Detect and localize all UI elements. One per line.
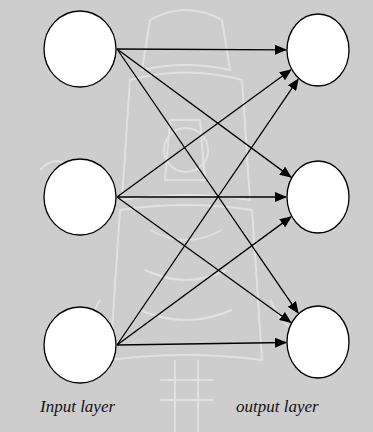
neuron-outline bbox=[43, 306, 117, 384]
weight-arrow bbox=[117, 49, 291, 177]
neuron-circle bbox=[286, 13, 350, 87]
neuron-circle bbox=[43, 306, 117, 384]
weight-arrow bbox=[117, 70, 291, 197]
weight-arrow bbox=[117, 217, 291, 345]
neuron-outline bbox=[43, 158, 117, 236]
weight-arrow bbox=[117, 196, 286, 197]
weight-arrow bbox=[117, 342, 286, 345]
neuron-outline bbox=[286, 160, 350, 234]
neuron-outline bbox=[286, 305, 350, 379]
weight-arrow bbox=[117, 79, 298, 345]
neuron-circle bbox=[43, 158, 117, 236]
weight-arrow bbox=[117, 48, 286, 50]
neuron-circle bbox=[43, 10, 117, 88]
layer-label: output layer bbox=[236, 397, 319, 417]
neuron-outline bbox=[286, 13, 350, 87]
neuron-circle bbox=[286, 305, 350, 379]
neuron-circle bbox=[286, 160, 350, 234]
neuron-outline bbox=[43, 10, 117, 88]
layer-label: Input layer bbox=[40, 397, 115, 417]
weight-arrow bbox=[117, 197, 291, 322]
weight-arrow bbox=[117, 49, 298, 313]
